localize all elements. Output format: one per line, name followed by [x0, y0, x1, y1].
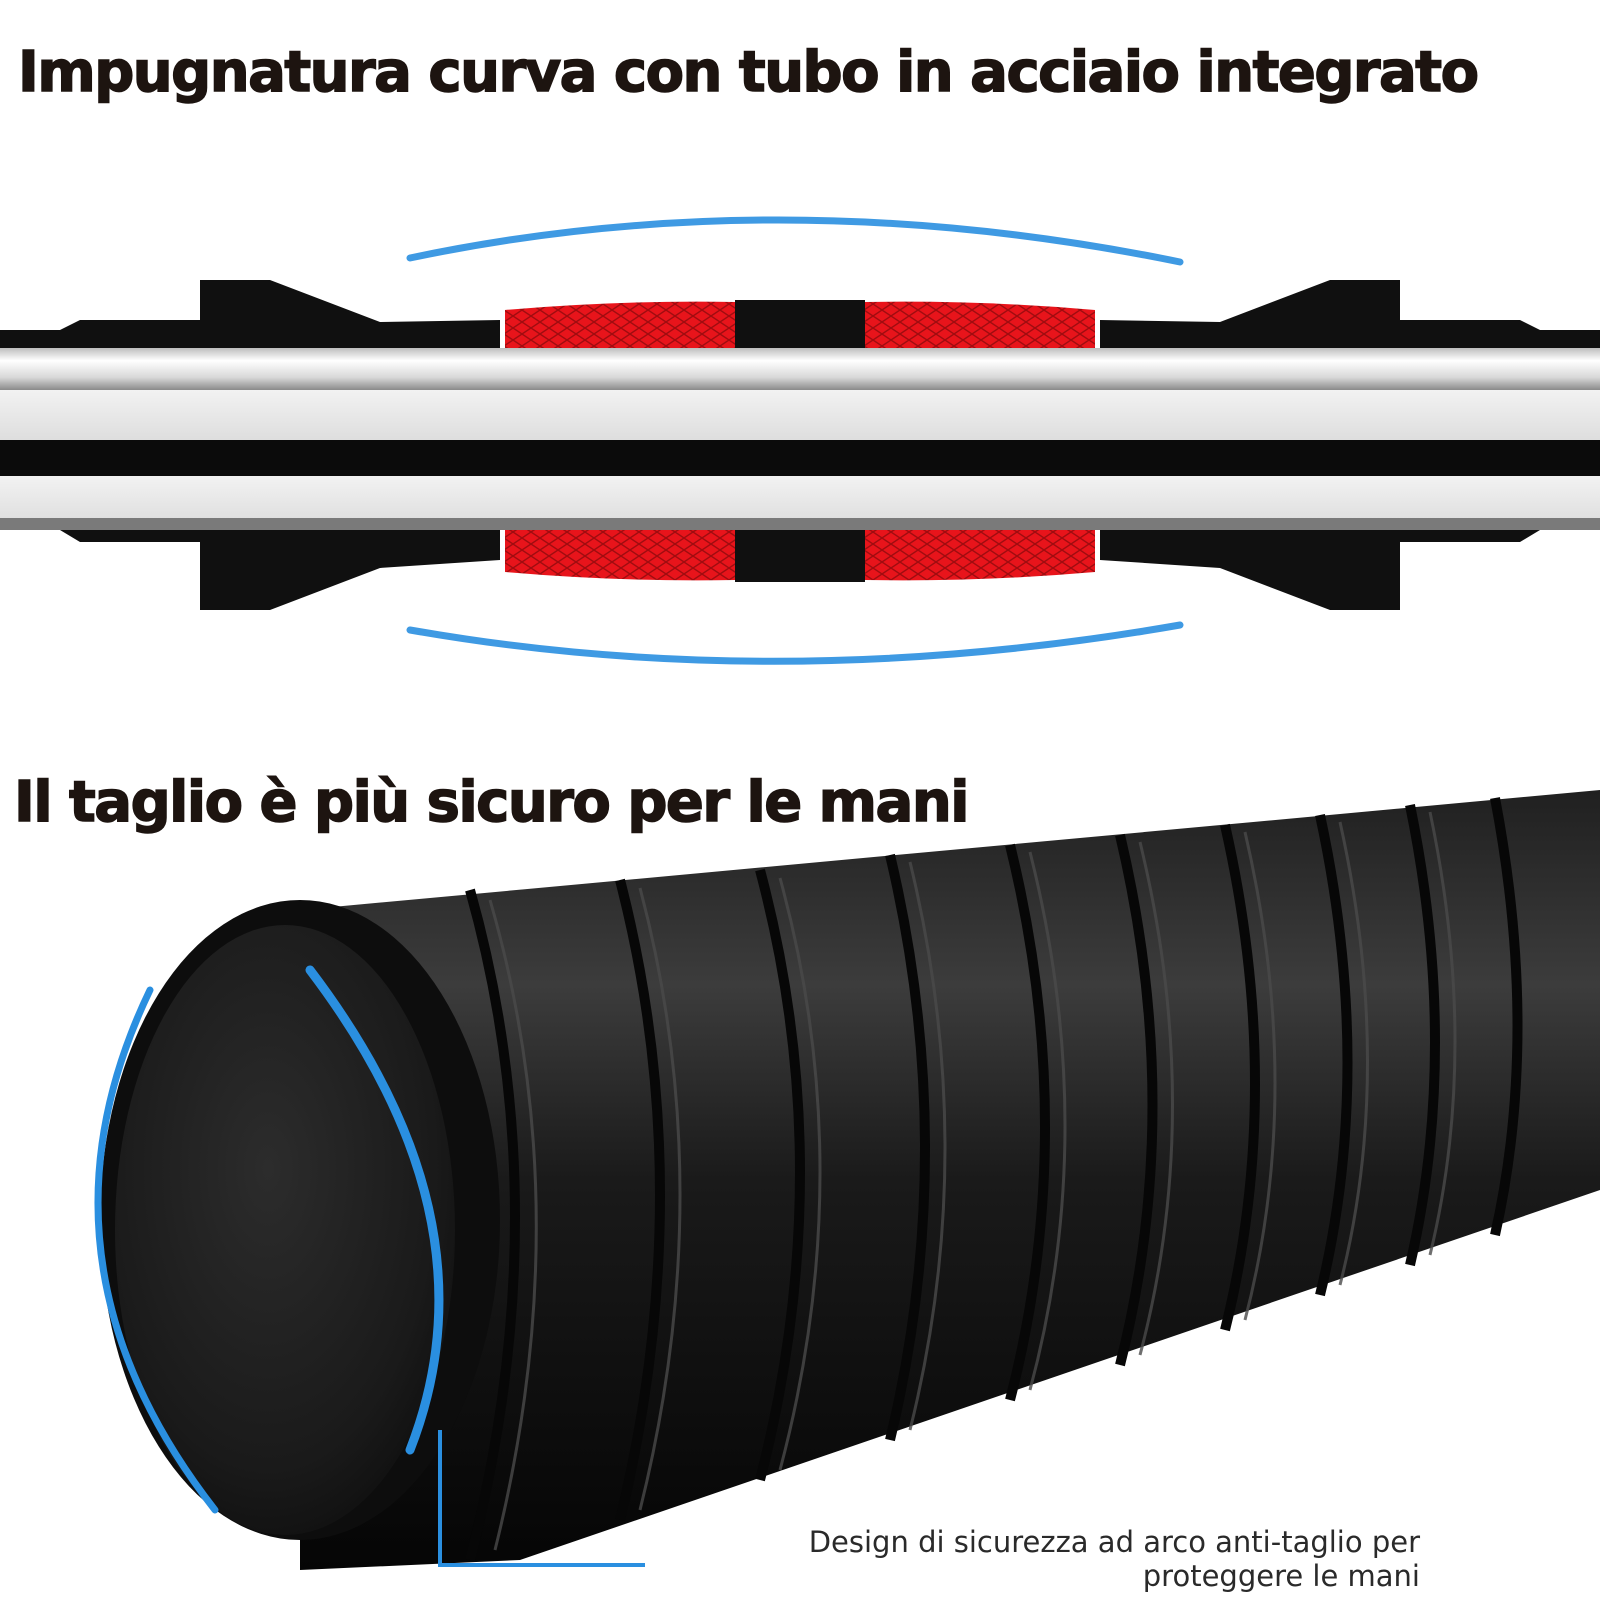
- steel-tube-black-core: [0, 440, 1600, 476]
- lower-red-grip-right: [865, 530, 1095, 581]
- rubber-tube-end-illustration: [94, 790, 1600, 1570]
- steel-tube-top: [0, 348, 1600, 390]
- upper-red-grip-left: [505, 301, 735, 350]
- safety-caption: Design di sicurezza ad arco anti-taglio …: [809, 1525, 1420, 1593]
- tube-ridge-highlights: [488, 811, 1457, 1551]
- lower-red-grip-left: [505, 530, 735, 581]
- end-cap-face: [115, 925, 455, 1535]
- safety-heading: Il taglio è più sicuro per le mani: [13, 769, 970, 836]
- upper-center-band: [735, 300, 865, 350]
- bottom-arc-accent: [406, 621, 1184, 665]
- top-arc-accent: [406, 216, 1184, 266]
- grip-heading: Impugnatura curva con tubo in acciaio in…: [17, 39, 1480, 106]
- caption-line-1: Design di sicurezza ad arco anti-taglio …: [808, 1525, 1420, 1559]
- inner-blue-arc: [305, 965, 444, 1455]
- lower-center-band: [735, 530, 865, 582]
- callout-leader-line: [438, 1430, 645, 1567]
- steel-tube-bottom: [0, 518, 1600, 530]
- upper-red-grip-right: [865, 301, 1095, 350]
- caption-line-2: proteggere le mani: [1142, 1559, 1420, 1593]
- curved-grip-illustration: [0, 216, 1600, 665]
- lower-grip: [0, 530, 1600, 610]
- tube-ridges: [465, 797, 1523, 1562]
- tube-body: [300, 790, 1600, 1570]
- upper-grip: [0, 280, 1600, 350]
- outer-blue-arc: [94, 986, 219, 1514]
